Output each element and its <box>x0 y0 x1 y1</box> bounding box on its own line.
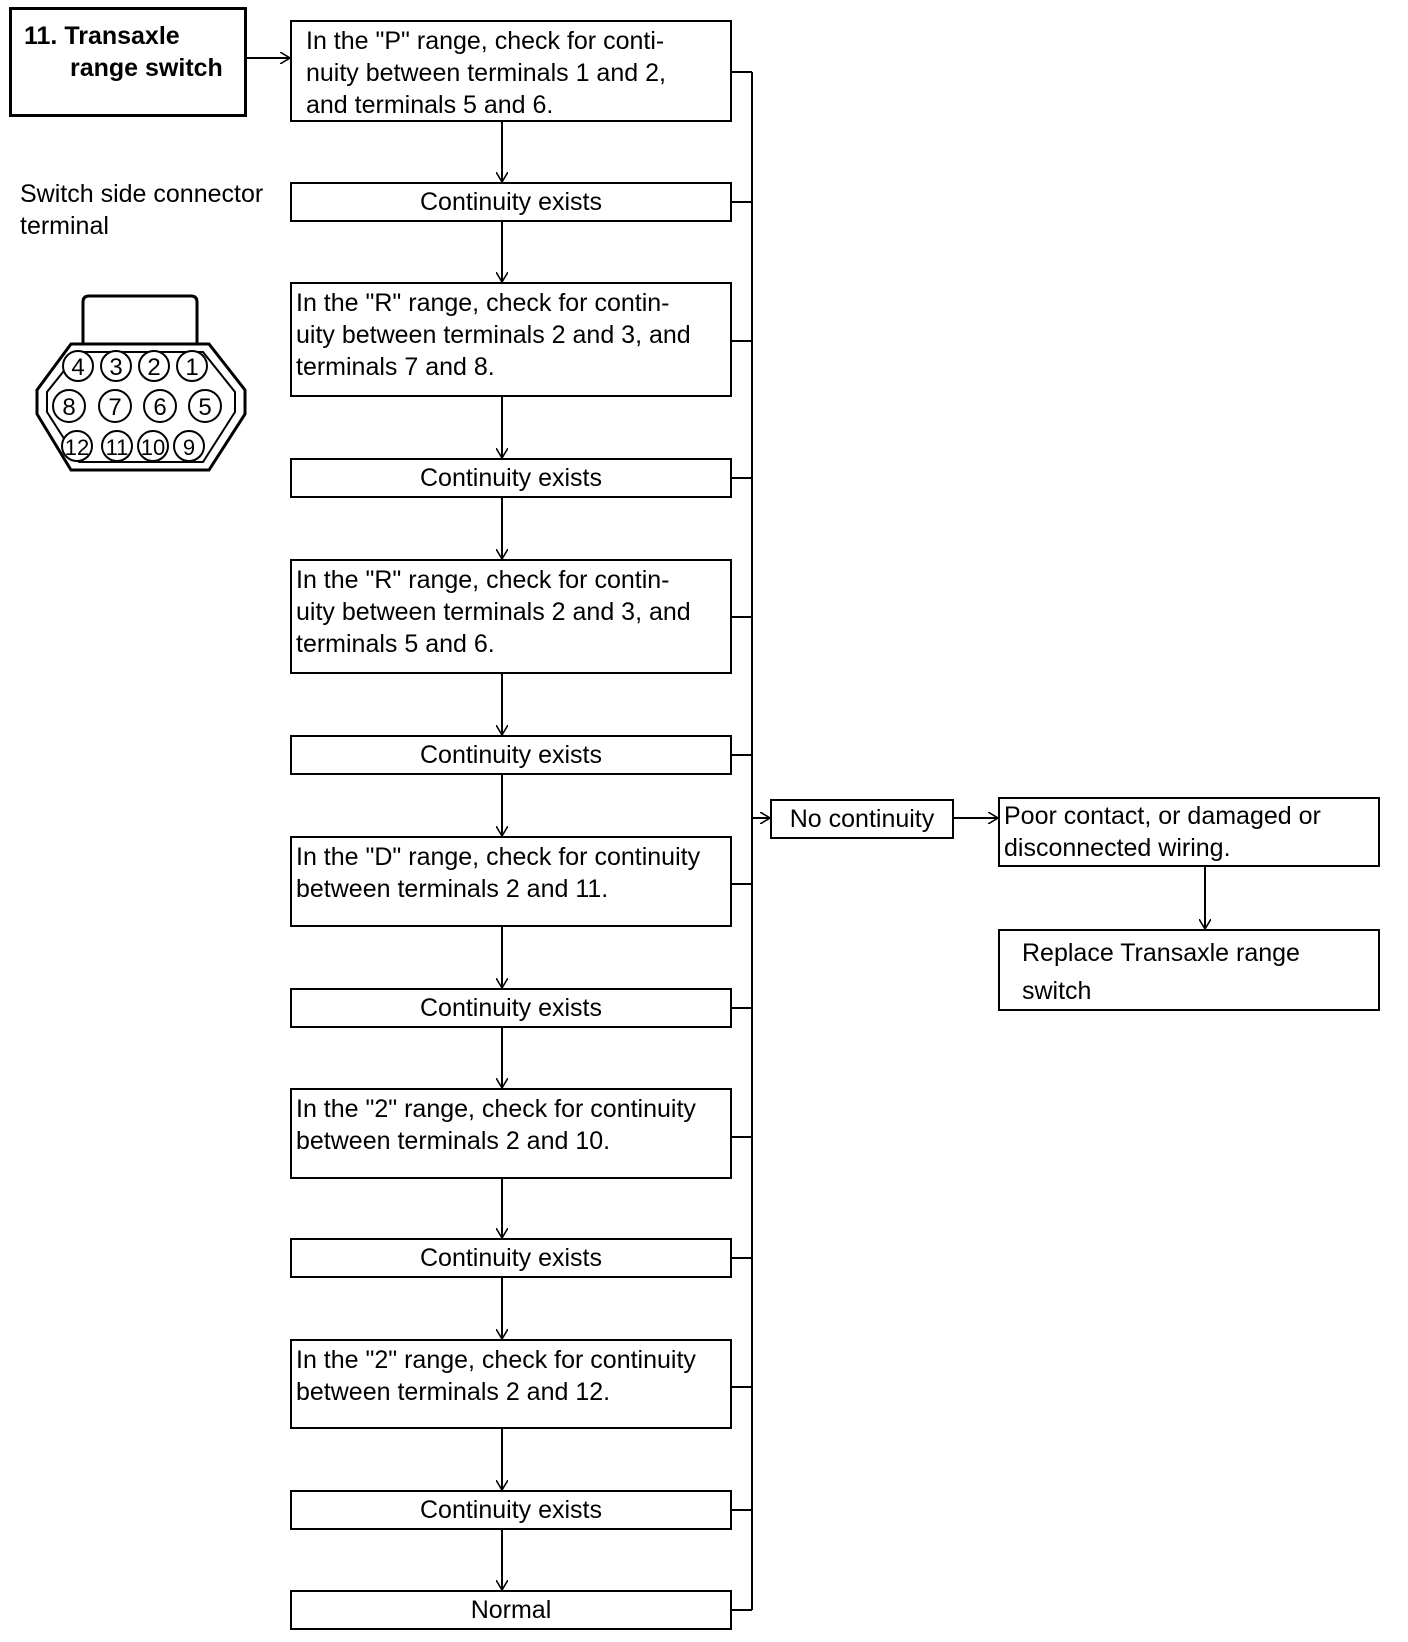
connector-caption: Switch side connector terminal <box>20 180 264 240</box>
pin-9: 9 <box>183 435 195 460</box>
pin-1: 1 <box>185 354 198 381</box>
section-title: 11. Transaxle range switch <box>9 7 247 117</box>
pin-6: 6 <box>153 394 166 421</box>
result-continuity-5: Continuity exists <box>290 1238 732 1278</box>
pin-8: 8 <box>62 394 75 421</box>
result-continuity-6: Continuity exists <box>290 1490 732 1530</box>
pin-3: 3 <box>109 354 122 381</box>
step-2-range-b: In the "2" range, check for continuity b… <box>290 1339 732 1429</box>
pin-5: 5 <box>198 394 211 421</box>
switch-connector-diagram: 4 3 2 1 8 7 6 5 12 11 10 9 <box>35 294 247 472</box>
section-title-line2: range switch <box>70 54 223 82</box>
step-d-range: In the "D" range, check for continuity b… <box>290 836 732 927</box>
no-continuity-box: No continuity <box>770 799 954 839</box>
pin-11: 11 <box>106 435 129 460</box>
result-continuity-2: Continuity exists <box>290 458 732 498</box>
pin-4: 4 <box>71 354 84 381</box>
step-p-range: In the "P" range, check for conti- nuity… <box>290 20 732 122</box>
pin-2: 2 <box>147 354 160 381</box>
step-r-range-a: In the "R" range, check for contin- uity… <box>290 282 732 397</box>
result-normal: Normal <box>290 1590 732 1630</box>
pin-7: 7 <box>108 394 121 421</box>
result-continuity-4: Continuity exists <box>290 988 732 1028</box>
cause-box: Poor contact, or damaged or disconnected… <box>998 797 1380 867</box>
pin-10: 10 <box>141 435 165 460</box>
step-r-range-b: In the "R" range, check for contin- uity… <box>290 559 732 674</box>
step-2-range-a: In the "2" range, check for continuity b… <box>290 1088 732 1179</box>
replace-switch-box: Replace Transaxle range switch <box>998 929 1380 1011</box>
section-title-line1: 11. Transaxle <box>24 22 180 50</box>
result-continuity-1: Continuity exists <box>290 182 732 222</box>
result-continuity-3: Continuity exists <box>290 735 732 775</box>
pin-12: 12 <box>65 435 89 460</box>
